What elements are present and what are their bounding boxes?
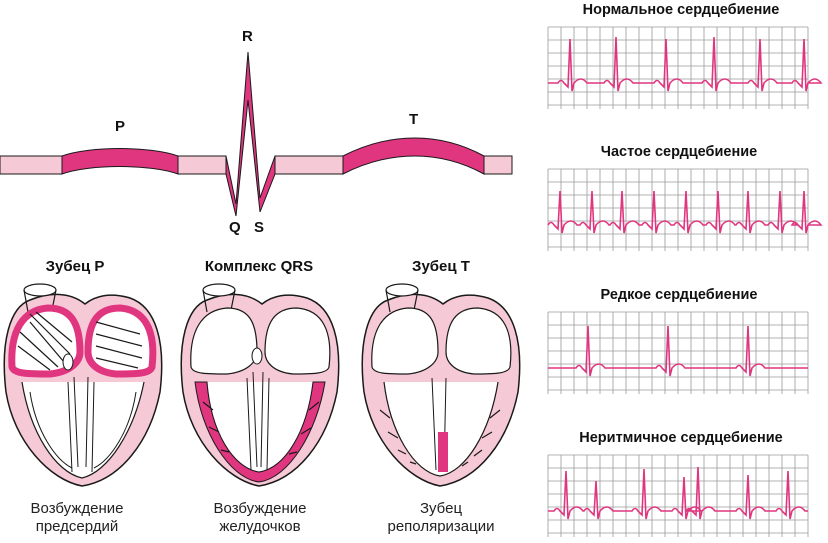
heart-qrs-title: Комплекс QRS	[204, 258, 314, 275]
ecg-trace	[548, 325, 808, 377]
ecg-grid	[547, 311, 809, 394]
heart-ventricular-excitation-illustration	[180, 283, 340, 487]
caption-line: желудочков	[219, 518, 301, 535]
rhythm-fast-strip	[547, 168, 823, 251]
ecg-trace	[548, 36, 823, 92]
heart-p-title: Зубец P	[45, 258, 105, 275]
rhythm-irregular-title: Неритмичное сердцебиение	[579, 430, 783, 446]
rhythm-slow-strip	[547, 311, 809, 394]
p-wave-label: P	[115, 118, 126, 135]
rhythm-normal-strip	[547, 26, 823, 109]
caption-line: Зубец	[419, 500, 463, 517]
s-point-label: S	[254, 219, 265, 236]
t-wave-label: T	[409, 111, 419, 128]
rhythm-fast-title: Частое сердцебиение	[600, 144, 758, 160]
baseline-segment	[177, 155, 227, 175]
ecg-trace	[548, 466, 808, 520]
ecg-grid	[547, 454, 809, 537]
q-point-label: Q	[229, 219, 241, 236]
r-peak-label: R	[242, 28, 253, 45]
rhythm-normal-title: Нормальное сердцебиение	[582, 2, 780, 18]
baseline-segment	[274, 155, 344, 175]
rhythm-slow-title: Редкое сердцебиение	[600, 287, 758, 303]
t-wave-band	[342, 137, 485, 175]
heart-qrs-caption: Возбуждение желудочков	[175, 500, 345, 536]
p-wave-band	[61, 148, 179, 175]
caption-line: реполяризации	[387, 518, 495, 535]
ecg-grid	[547, 168, 809, 251]
caption-line: предсердий	[35, 518, 119, 535]
ecg-trace	[547, 190, 823, 234]
qrs-complex	[225, 51, 276, 217]
ecg-grid	[547, 26, 809, 109]
caption-line: Возбуждение	[30, 500, 124, 517]
baseline-segment	[483, 155, 513, 175]
heart-repolarization-illustration	[361, 283, 521, 487]
heart-p-caption: Возбуждение предсердий	[0, 500, 162, 536]
caption-line: Возбуждение	[213, 500, 307, 517]
rhythm-irregular-strip	[547, 454, 809, 537]
baseline-segment	[0, 155, 63, 175]
heart-t-title: Зубец T	[412, 258, 470, 275]
heart-t-caption: Зубец реполяризации	[356, 500, 526, 536]
heart-atrial-excitation-illustration	[3, 283, 163, 487]
